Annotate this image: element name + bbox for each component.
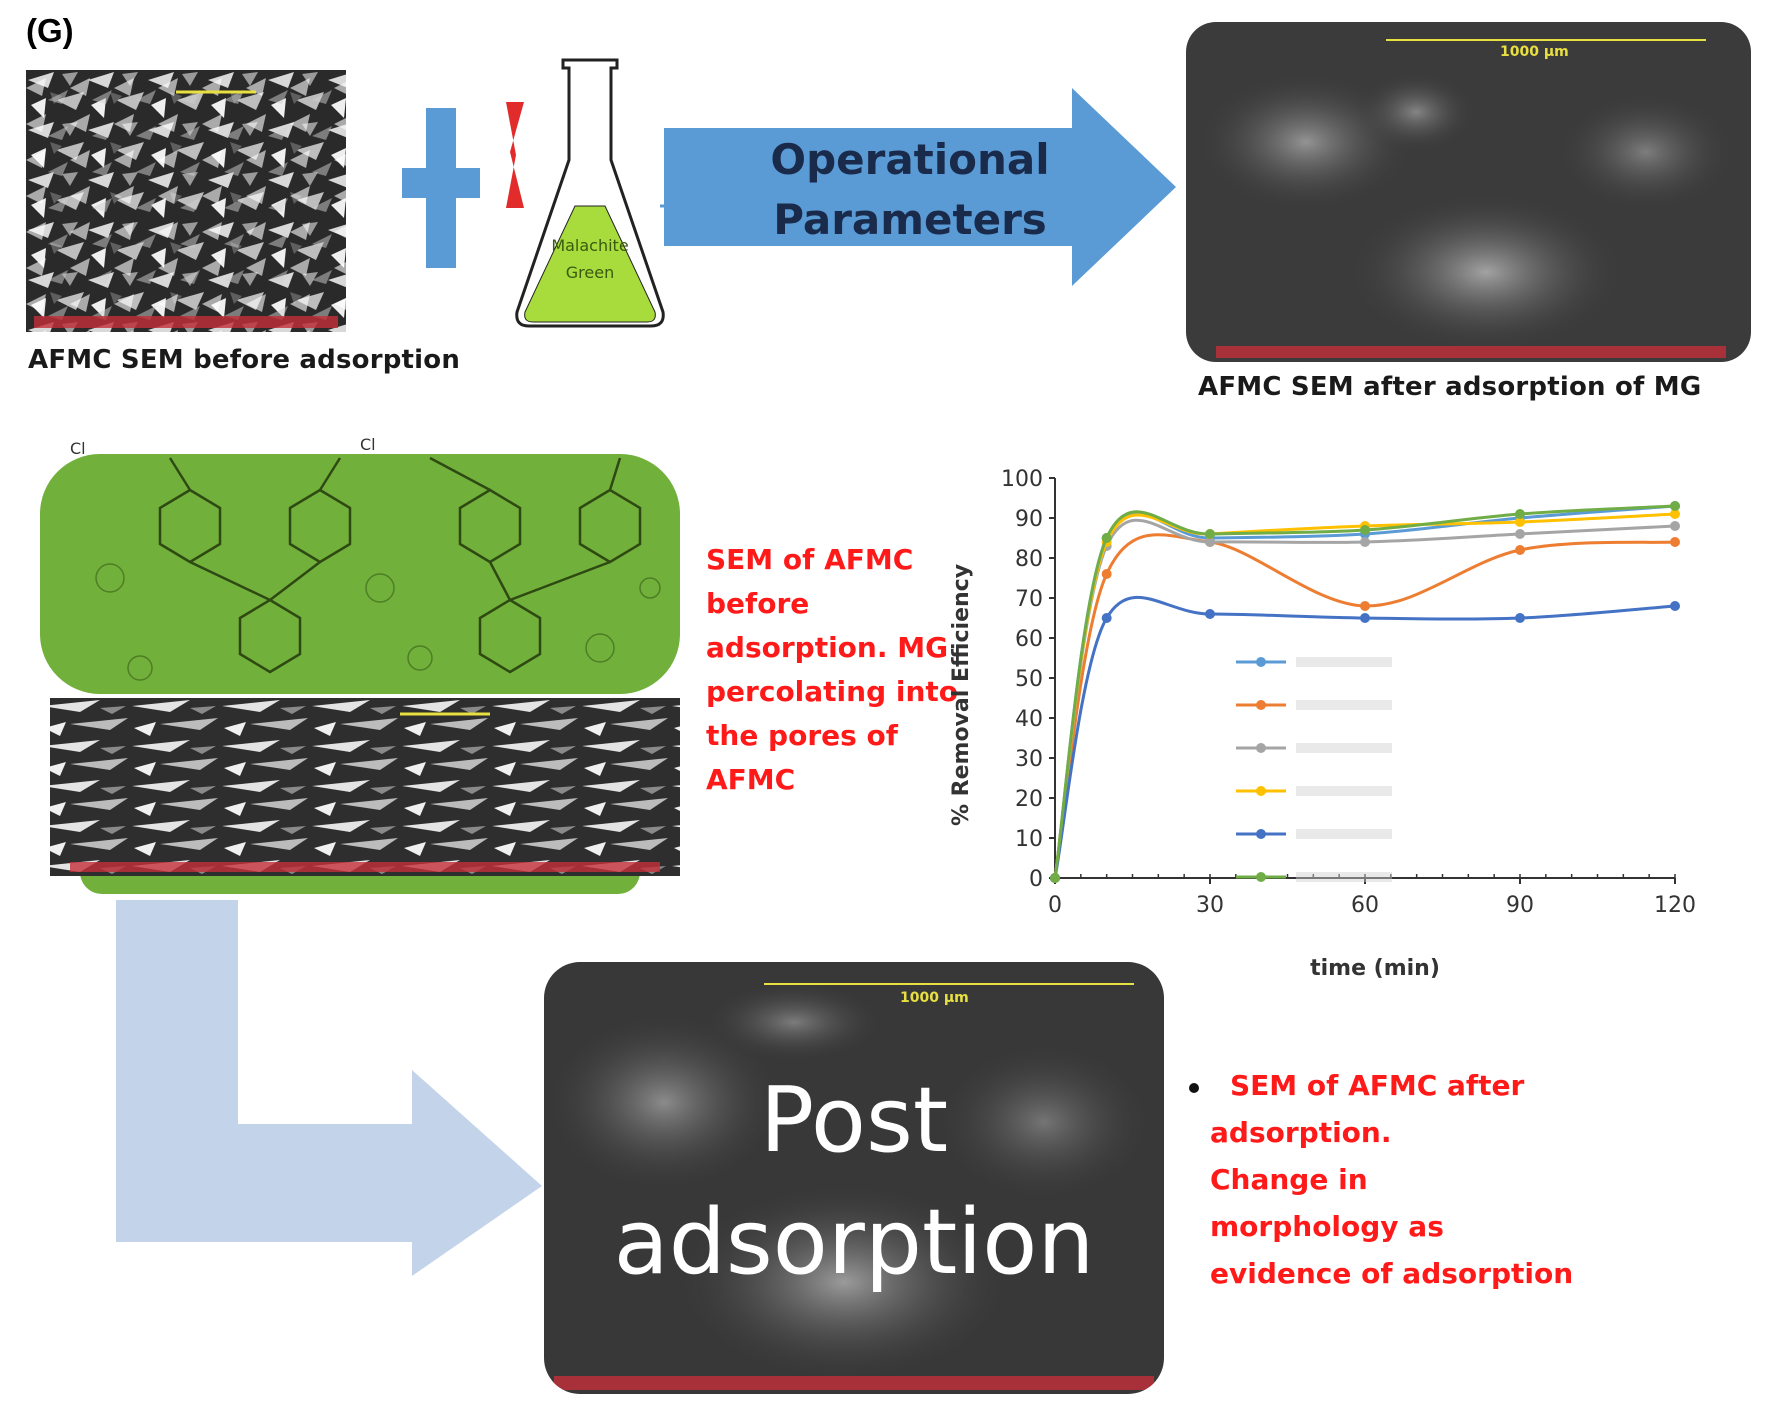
after-note-line-3: Change in [1210,1163,1368,1196]
before-adsorption-note: SEM of AFMC before adsorption. MG percol… [706,538,958,802]
chart-legend-marker [1256,700,1266,710]
after-note-line-2: adsorption. [1210,1116,1392,1149]
chart-legend-entry [1296,700,1392,710]
chart-series-line [1053,518,1676,879]
chart-legend-entry [1296,657,1392,667]
post-adsorption-scale: 1000 µm [900,990,969,1006]
post-adsorption-image [544,962,1164,1394]
chart-y-tick-label: 50 [1015,667,1043,692]
sem-after-caption: AFMC SEM after adsorption of MG [1198,372,1702,402]
chart-data-point [1670,521,1680,531]
chart-data-point [1515,529,1525,539]
chart-y-tick-label: 20 [1015,787,1043,812]
chart-data-point [1515,517,1525,527]
chart-y-tick-label: 40 [1015,707,1043,732]
before-note-line-1: SEM of AFMC [706,543,914,576]
chart-legend-marker [1256,872,1266,882]
plus-icon [402,108,480,268]
chart-legend-entry [1296,786,1392,796]
before-note-line-5: the pores of [706,719,898,752]
chart-x-tick-label: 60 [1351,893,1379,918]
chart-data-point [1205,609,1215,619]
chart-data-point [1670,537,1680,547]
chart-y-tick-label: 80 [1015,547,1043,572]
chart-legend-marker [1256,786,1266,796]
before-note-line-6: AFMC [706,763,796,796]
chart-y-tick-label: 30 [1015,747,1043,772]
before-note-line-4: percolating into [706,675,959,708]
chart-legend-entry [1296,743,1392,753]
before-note-line-2: before [706,587,810,620]
before-note-line-3: adsorption. MG [706,631,949,664]
after-note-line-1: SEM of AFMC after [1230,1069,1525,1102]
down-right-arrow [116,900,542,1276]
arrow-text: Operational Parameters [700,130,1120,250]
bullet-icon [1189,1083,1199,1093]
after-note-line-4: morphology as [1210,1210,1444,1243]
chart-series-line [1053,512,1676,879]
chart-data-point [1515,545,1525,555]
chart-axes: 0 10 20 30 40 50 60 70 80 90 100 0 30 60 90 120 [1001,467,1696,918]
chart-data-point [1101,533,1112,543]
chart-data-point [1360,537,1370,547]
chart-y-tick-label: 60 [1015,627,1043,652]
malachite-green-structure [158,456,642,674]
chart-y-tick-label: 70 [1015,587,1043,612]
arrow-text-line1: Operational [770,135,1050,184]
svg-text:Cl: Cl [360,435,376,454]
chart-data-point [1670,601,1680,611]
after-adsorption-note: SEM of AFMC after adsorption. Change in … [1210,1062,1573,1297]
chart-y-axis-label: % Removal Efficiency [949,564,974,826]
chart-y-tick-label: 100 [1001,467,1043,492]
arrow-text-line2: Parameters [773,195,1047,244]
sem-after-image [1186,22,1751,362]
flask-label-line1: Malachite [551,236,628,255]
chart-y-tick-label: 90 [1015,507,1043,532]
after-note-line-5: evidence of adsorption [1210,1257,1574,1290]
chart-legend-marker [1256,829,1266,839]
chart-series-line [1053,504,1676,879]
chart-data-point [1050,873,1060,883]
chart-data-point [1515,613,1525,623]
chart-legend [1236,657,1392,882]
chart-y-tick-label: 10 [1015,827,1043,852]
post-line-1: Post [759,1068,949,1173]
red-accent-shape [506,102,524,208]
chart-y-tick-label: 0 [1029,867,1043,892]
sem-before-image [26,70,346,332]
chart-data-point [1360,613,1370,623]
chart-legend-marker [1256,657,1266,667]
chart-data-point [1360,525,1370,535]
chart-series-line [1053,504,1676,879]
chart-series [1050,501,1680,883]
chart-x-tick-label: 0 [1048,893,1062,918]
post-line-2: adsorption [613,1190,1095,1295]
flask-icon: Malachite Green [515,58,665,328]
chart-data-point [1670,501,1680,511]
chart-x-axis-label: time (min) [1310,956,1440,981]
chart-legend-entry [1296,829,1392,839]
svg-text:Cl: Cl [70,439,86,458]
sem-before-caption: AFMC SEM before adsorption [28,345,461,375]
chart-data-point [1101,613,1112,623]
operational-parameters-arrow [660,88,1176,286]
chart-legend-entry [1296,872,1392,882]
chart-x-tick-label: 120 [1654,893,1696,918]
post-adsorption-title: Post adsorption [544,1060,1164,1304]
panel-label: (G) [26,12,74,49]
flask-label-line2: Green [566,263,614,282]
chart-data-point [1205,529,1215,539]
chart-data-point [1360,601,1370,611]
chart-data-point [1205,537,1215,547]
chart-x-tick-label: 90 [1506,893,1534,918]
chart-x-tick-label: 30 [1196,893,1224,918]
chart-data-point [1101,569,1112,579]
chart-legend-marker [1256,743,1266,753]
chart-series-line [1053,595,1676,879]
removal-efficiency-chart: 0 10 20 30 40 50 60 70 80 90 100 0 30 60 90 120 time (m… [949,467,1696,981]
structure-panel: Cl Cl [40,435,680,894]
sem-after-scale: 1000 µm [1500,44,1569,60]
chart-data-point [1670,509,1680,519]
chart-data-point [1515,509,1525,519]
